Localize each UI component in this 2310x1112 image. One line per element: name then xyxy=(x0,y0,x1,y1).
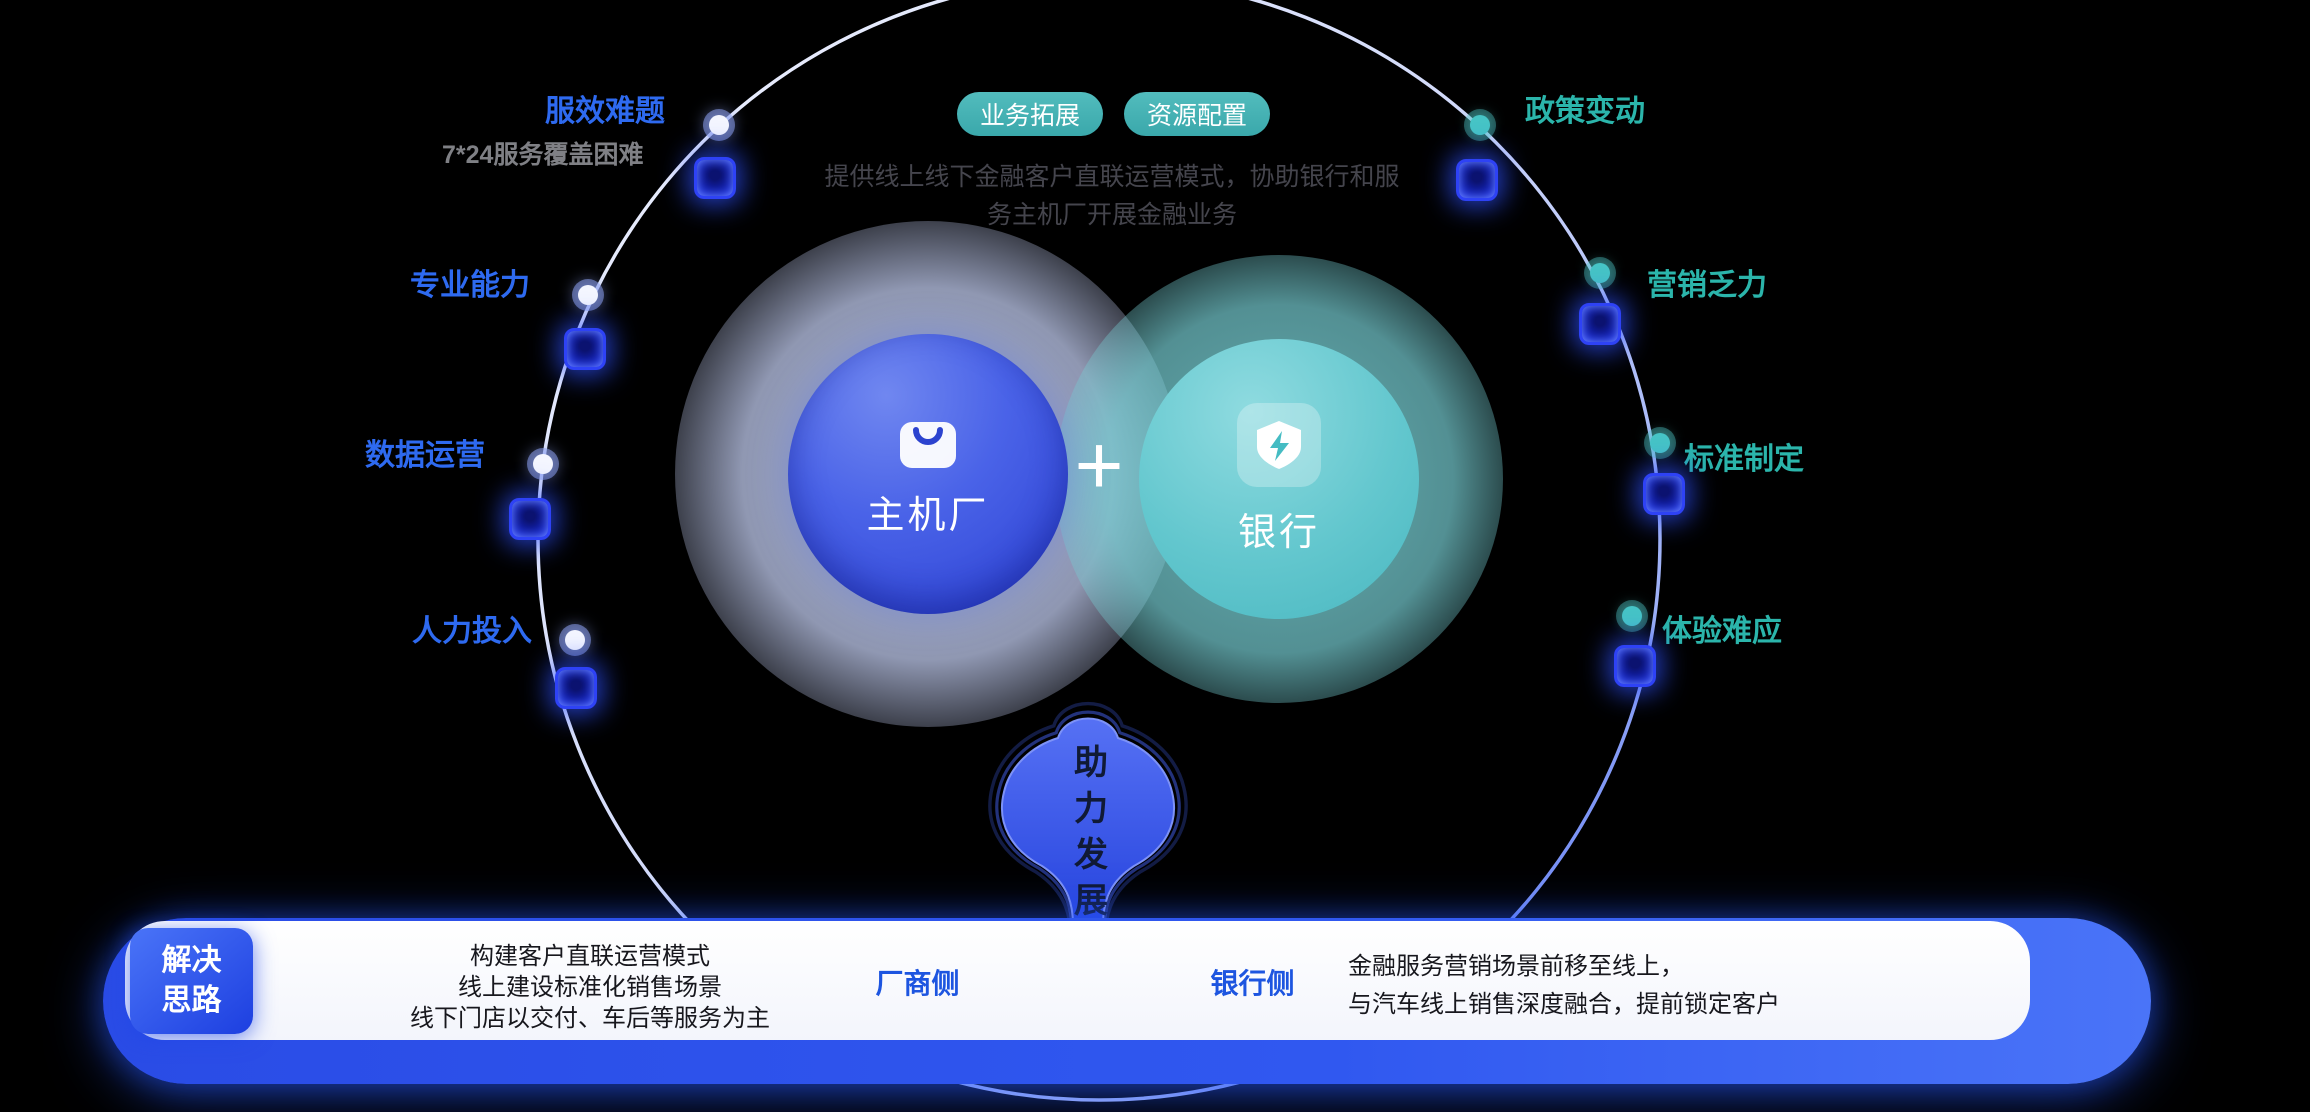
glow-node-icon-right-4 xyxy=(1614,645,1656,687)
bank-pain-policy-change: 政策变动 xyxy=(1525,95,1645,128)
glow-node-icon-left-1 xyxy=(694,157,736,199)
bank-solution-text: 金融服务营销场景前移至线上， 与汽车线上销售深度融合，提前锁定客户 xyxy=(1348,948,1780,1024)
glow-node-icon-right-1 xyxy=(1456,159,1498,201)
orbit-dot-left-1 xyxy=(709,115,729,135)
solution-badge-line2: 思路 xyxy=(161,984,222,1017)
oem-circle: 主机厂 xyxy=(788,334,1068,614)
growth-tree-shape xyxy=(988,702,1188,958)
bank-solution-line1: 金融服务营销场景前移至线上， xyxy=(1348,953,1684,980)
growth-tree: 助力发展 xyxy=(980,690,1196,958)
glow-node-icon-left-3 xyxy=(509,498,551,540)
orbit-dot-right-4 xyxy=(1622,606,1642,626)
solution-badge-line1: 解决 xyxy=(161,944,222,977)
oem-pain-service-efficiency: 服效难题 xyxy=(545,95,665,128)
oem-pain-service-efficiency-sub: 7*24服务覆盖困难 xyxy=(442,141,644,169)
oem-label: 主机厂 xyxy=(866,494,990,537)
orbit-dot-right-1 xyxy=(1470,115,1490,135)
glow-node-icon-right-2 xyxy=(1579,303,1621,345)
bank-side-label: 银行侧 xyxy=(1210,968,1295,999)
orbit-dot-left-4 xyxy=(565,630,585,650)
oem-side-label: 厂商侧 xyxy=(875,968,960,999)
solution-bar xyxy=(125,921,2030,1040)
center-description-line2: 务主机厂开展金融业务 xyxy=(986,201,1237,229)
orbit-dot-right-2 xyxy=(1590,263,1610,283)
glow-node-icon-right-3 xyxy=(1643,473,1685,515)
bank-pain-marketing-weakness: 营销乏力 xyxy=(1647,269,1767,302)
oem-solution-text: 构建客户直联运营模式 线上建设标准化销售场景 线下门店以交付、车后等服务为主 xyxy=(330,941,850,1034)
oem-pain-data-operation: 数据运营 xyxy=(365,439,485,472)
bank-solution-line2: 与汽车线上销售深度融合，提前锁定客户 xyxy=(1348,991,1780,1018)
plus-icon: + xyxy=(1074,418,1124,512)
growth-tree-label: 助力发展 xyxy=(1068,744,1107,928)
bank-pain-experience-adaptation: 体验难应 xyxy=(1662,615,1782,648)
center-description: 提供线上线下金融客户直联运营模式，协助银行和服 务主机厂开展金融业务 xyxy=(762,158,1462,234)
oem-solution-line3: 线下门店以交付、车后等服务为主 xyxy=(410,1005,770,1032)
glow-node-icon-left-4 xyxy=(555,667,597,709)
orbit-dot-left-3 xyxy=(533,454,553,474)
badge-resource-allocation: 资源配置 xyxy=(1124,92,1270,136)
badge-business-expansion: 业务拓展 xyxy=(957,92,1103,136)
shopping-bag-icon xyxy=(900,421,956,468)
oem-pain-professional-ability: 专业能力 xyxy=(410,269,530,302)
oem-solution-line2: 线上建设标准化销售场景 xyxy=(458,974,722,1001)
shield-icon xyxy=(1237,402,1321,487)
bank-circle: 银行 xyxy=(1139,339,1419,619)
center-description-line1: 提供线上线下金融客户直联运营模式，协助银行和服 xyxy=(824,163,1400,191)
oem-solution-line1: 构建客户直联运营模式 xyxy=(470,943,710,970)
solution-badge: 解决 思路 xyxy=(130,928,253,1034)
bank-label: 银行 xyxy=(1237,511,1320,554)
orbit-dot-left-2 xyxy=(578,285,598,305)
orbit-dot-right-3 xyxy=(1650,433,1670,453)
glow-node-icon-left-2 xyxy=(564,328,606,370)
oem-pain-manpower-input: 人力投入 xyxy=(412,615,532,648)
bank-pain-standard-setting: 标准制定 xyxy=(1684,443,1804,476)
